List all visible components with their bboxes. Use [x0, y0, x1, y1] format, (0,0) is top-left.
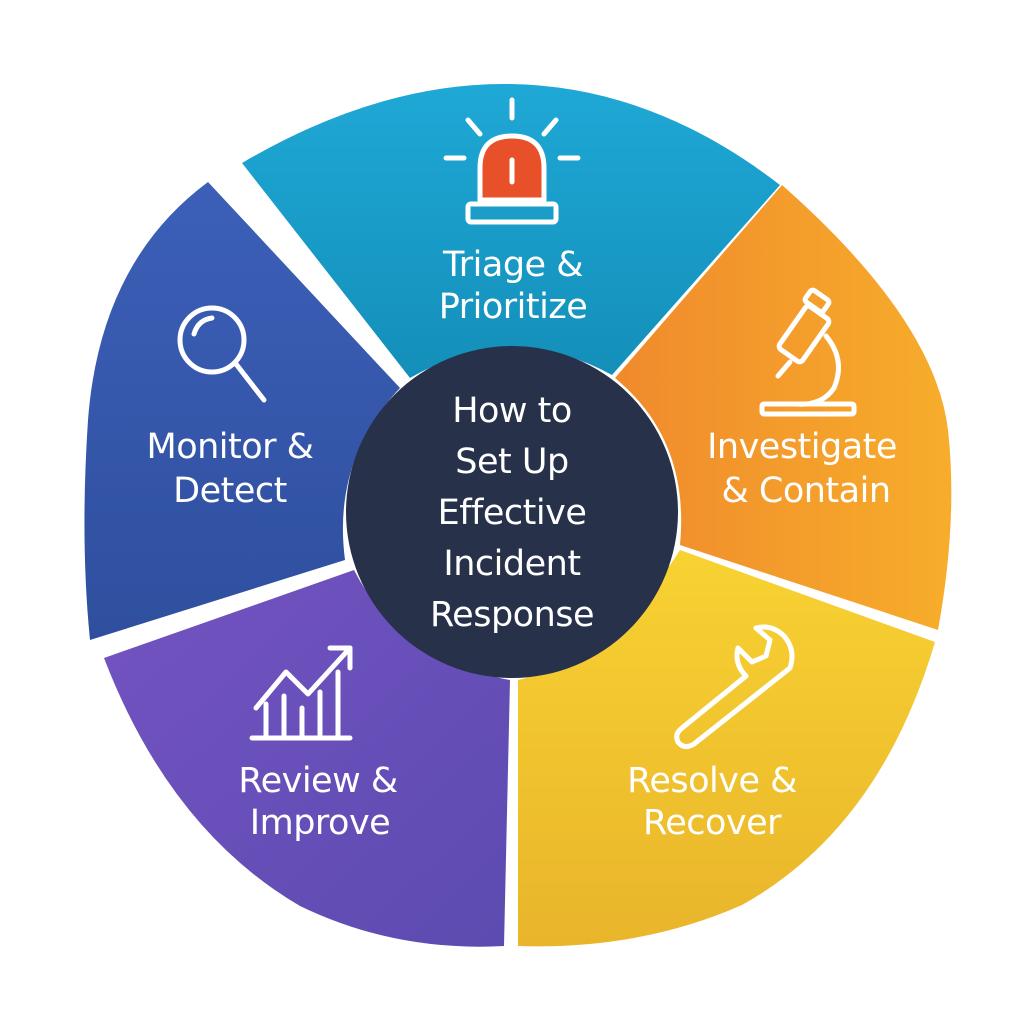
alarm-siren-icon [443, 97, 581, 225]
segment-label-monitor-line-1: Monitor & [147, 427, 314, 467]
segment-label-resolve-line-2: Recover [643, 803, 782, 843]
segment-label-investigate-line-2: & Contain [721, 471, 890, 511]
segment-investigate [615, 185, 952, 630]
center-title: How to Set Up Effective Incident Respons… [430, 391, 595, 635]
microscope-icon [759, 287, 857, 417]
magnifying-glass-icon [177, 305, 267, 403]
segment-label-review: Review & Improve [238, 761, 398, 843]
segment-label-triage: Triage & Prioritize [439, 245, 588, 327]
segment-monitor [84, 182, 400, 640]
segment-label-review-line-2: Improve [250, 803, 390, 843]
center-title-line-5: Response [430, 595, 594, 635]
segment-label-triage-line-1: Triage & [442, 245, 583, 285]
segment-triage [242, 83, 780, 378]
center-hub [346, 346, 678, 678]
center-title-line-4: Incident [443, 544, 580, 584]
segment-label-triage-line-2: Prioritize [439, 287, 587, 327]
segment-review [104, 570, 510, 947]
segment-label-resolve-line-1: Resolve & [627, 761, 797, 801]
segment-label-monitor-line-2: Detect [173, 471, 287, 511]
segment-label-review-line-1: Review & [238, 761, 398, 801]
segment-label-monitor: Monitor & Detect [147, 427, 315, 511]
segment-label-investigate-line-1: Investigate [707, 427, 897, 467]
segments [84, 83, 952, 947]
center-title-line-1: How to [452, 391, 572, 431]
segment-label-resolve: Resolve & Recover [627, 761, 798, 843]
wrench-icon [674, 624, 795, 750]
segment-label-investigate: Investigate & Contain [707, 427, 897, 511]
growth-chart-icon [249, 645, 353, 741]
segment-resolve [518, 550, 935, 947]
center-title-line-3: Effective [438, 493, 587, 533]
center-title-line-2: Set Up [455, 442, 568, 482]
